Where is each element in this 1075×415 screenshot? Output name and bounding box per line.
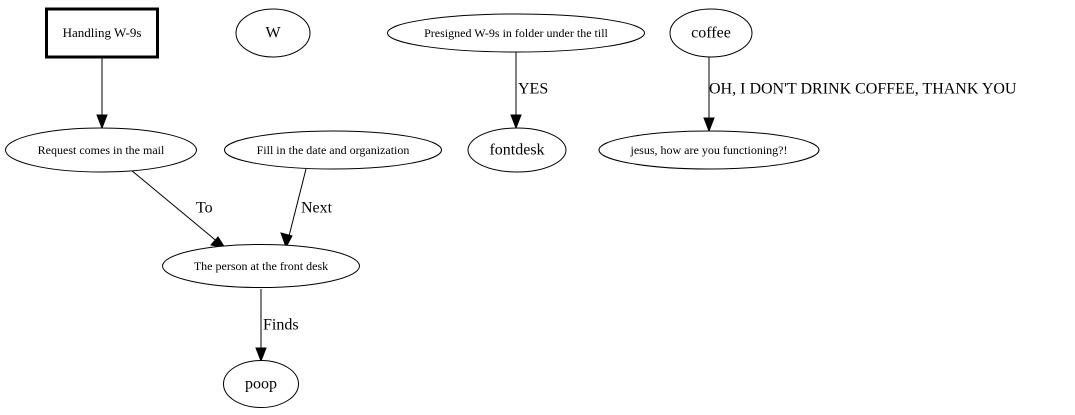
node-label: W — [265, 25, 281, 42]
node-label: poop — [245, 376, 277, 393]
node-fill-date-org[interactable]: Fill in the date and organization — [224, 130, 442, 170]
edge-line — [130, 169, 220, 244]
node-w[interactable]: W — [235, 8, 311, 58]
edge-label: Next — [301, 200, 333, 217]
arrowhead-icon — [255, 347, 267, 363]
edge-fill-to-frontdesk: Next — [280, 168, 333, 249]
edge-label: OH, I DON'T DRINK COFFEE, THANK YOU — [709, 81, 1017, 98]
node-ellipse-shape — [669, 8, 753, 58]
node-poop[interactable]: poop — [223, 360, 299, 408]
edge-frontdesk-to-poop: Finds — [255, 289, 299, 363]
edge-coffee-to-jesus: OH, I DON'T DRINK COFFEE, THANK YOU — [703, 57, 1017, 133]
arrowhead-icon — [703, 117, 715, 133]
arrowhead-icon — [280, 232, 293, 249]
edge-label: To — [196, 200, 213, 217]
node-ellipse-shape — [467, 127, 567, 173]
edge-presigned-to-fontdesk: YES — [510, 52, 548, 130]
node-jesus-functioning[interactable]: jesus, how are you functioning?! — [598, 130, 820, 170]
node-label: The person at the front desk — [194, 259, 328, 273]
node-label: Presigned W-9s in folder under the till — [424, 26, 608, 40]
node-ellipse-shape — [235, 8, 311, 58]
node-request-mail[interactable]: Request comes in the mail — [5, 127, 197, 173]
node-presigned-w9s[interactable]: Presigned W-9s in folder under the till — [387, 13, 645, 53]
edge-line — [287, 168, 307, 241]
node-label: jesus, how are you functioning?! — [630, 143, 788, 157]
edge-label: Finds — [263, 317, 299, 334]
edge-label: YES — [518, 81, 548, 98]
node-label: Fill in the date and organization — [257, 143, 410, 157]
node-ellipse-shape — [598, 130, 820, 170]
edge-handling-to-request — [96, 57, 108, 130]
node-handling-w9s[interactable]: Handling W-9s — [45, 7, 159, 59]
node-ellipse-shape — [162, 244, 360, 288]
node-ellipse-shape — [224, 130, 442, 170]
node-label: coffee — [691, 25, 731, 42]
node-ellipse-shape — [5, 127, 197, 173]
node-box-shape — [45, 7, 159, 59]
node-fontdesk[interactable]: fontdesk — [467, 127, 567, 173]
node-ellipse-shape — [223, 360, 299, 408]
node-front-desk-person[interactable]: The person at the front desk — [162, 244, 360, 288]
arrowhead-icon — [96, 114, 108, 130]
edge-request-to-frontdesk: To — [130, 169, 227, 249]
edge-layer: YES OH, I DON'T DRINK COFFEE, THANK YOU To… — [96, 52, 1017, 363]
node-label: fontdesk — [489, 142, 544, 159]
arrowhead-icon — [510, 114, 522, 130]
node-label: Handling W-9s — [63, 25, 142, 40]
node-ellipse-shape — [387, 13, 645, 53]
node-label: Request comes in the mail — [38, 143, 165, 157]
node-coffee[interactable]: coffee — [669, 8, 753, 58]
node-layer: Handling W-9s W Presigned W-9s in folder u… — [5, 7, 820, 408]
